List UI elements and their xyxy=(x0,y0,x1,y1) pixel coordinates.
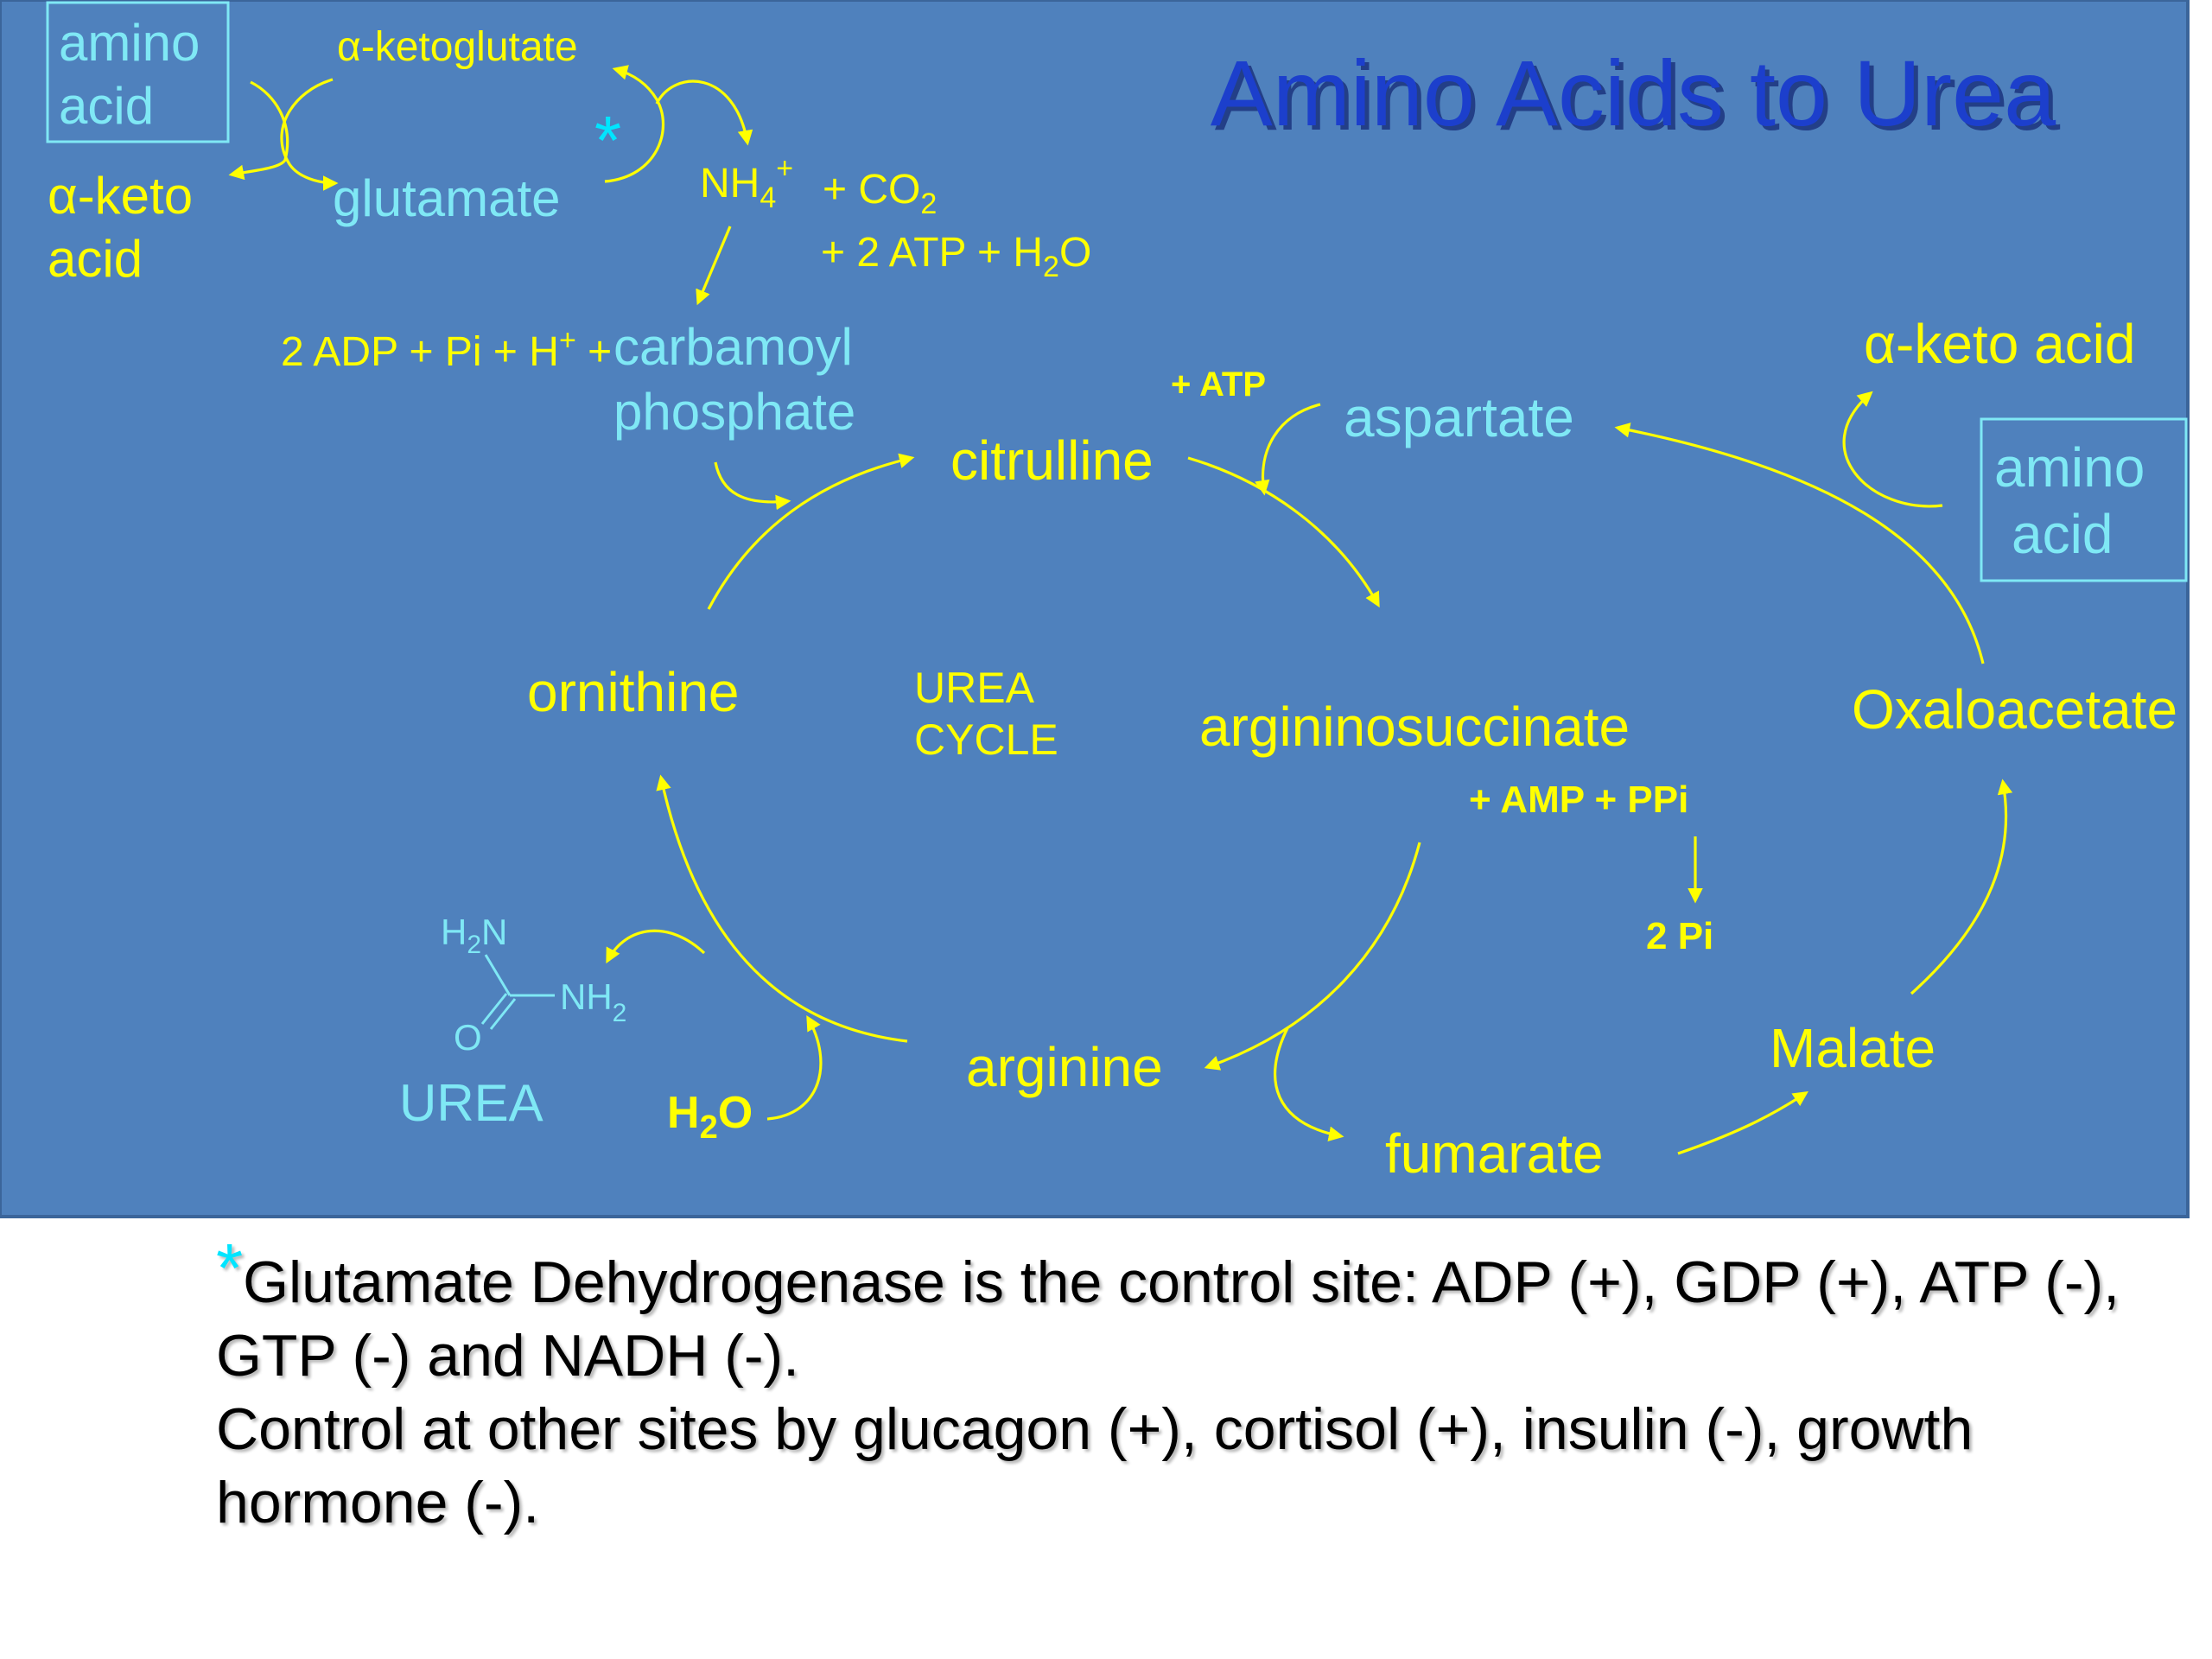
control-note: *Glutamate Dehydrogenase is the control … xyxy=(216,1231,2152,1540)
arrow-amino-to-keto-right xyxy=(1842,391,1943,508)
argininosuccinate-label: argininosuccinate xyxy=(1199,696,1630,758)
arrow-to-urea xyxy=(606,929,706,964)
amino-acid-box-left xyxy=(46,1,230,143)
urea-label: UREA xyxy=(399,1074,543,1132)
note-line2: Control at other sites by glucagon (+), … xyxy=(216,1396,1974,1535)
arrow-to-fumarate xyxy=(1274,1027,1344,1141)
aspartate-label: aspartate xyxy=(1344,386,1574,448)
arrow-citrulline-to-argininosuccinate xyxy=(1187,456,1380,608)
co2-label: + CO2 xyxy=(823,167,937,220)
arrow-fumarate-to-malate xyxy=(1677,1091,1808,1155)
amino-acid-right-line2: acid xyxy=(2012,503,2113,565)
arrow-nh4-to-carbamoyl xyxy=(696,226,732,306)
malate-label: Malate xyxy=(1770,1017,1936,1079)
o-label: O xyxy=(454,1017,482,1058)
urea-cycle-label-line2: CYCLE xyxy=(914,715,1058,764)
arrow-glutamate-to-ketoglutate xyxy=(604,65,665,183)
note-line1: Glutamate Dehydrogenase is the control s… xyxy=(216,1249,2120,1389)
urea-bonds xyxy=(480,954,555,1030)
arrow-malate-to-oxaloacetate xyxy=(1910,779,2013,995)
arginine-label: arginine xyxy=(966,1036,1163,1098)
arrow-amino-to-keto xyxy=(228,80,289,181)
alpha-keto-acid-left-line1: α-keto xyxy=(48,167,193,225)
ornithine-label: ornithine xyxy=(527,661,740,723)
alpha-keto-acid-left-line2: acid xyxy=(48,230,143,288)
fumarate-label: fumarate xyxy=(1385,1122,1604,1185)
arrow-oxaloacetate-to-aspartate xyxy=(1614,423,1985,664)
two-pi-label: 2 Pi xyxy=(1646,915,1713,957)
page-title: Amino Acids to Urea xyxy=(1211,41,2056,145)
carbamoyl-label-line1: carbamoyl xyxy=(613,318,853,376)
alpha-ketoglutate-label: α-ketoglutate xyxy=(337,24,578,70)
alpha-keto-acid-right-label: α-keto acid xyxy=(1864,313,2135,375)
arrow-water-into-cycle xyxy=(766,1014,823,1121)
amino-acid-left-line2: acid xyxy=(59,77,154,135)
amino-acid-box-right xyxy=(1980,417,2188,582)
arrow-to-nh4 xyxy=(655,79,753,146)
amino-acid-left-line1: amino xyxy=(59,14,200,72)
urea-cycle-label-line1: UREA xyxy=(914,664,1035,712)
diagram-panel xyxy=(0,0,2190,1218)
citrulline-label: citrulline xyxy=(950,429,1154,492)
arrow-ketoglutate-to-glutamate xyxy=(280,78,339,191)
glutamate-label: glutamate xyxy=(333,169,561,227)
urea-cycle-diagram: Amino Acids to Urea Amino Acids to Urea … xyxy=(0,0,2190,1218)
note-star: * xyxy=(216,1230,244,1306)
arrow-ornithine-to-citrulline xyxy=(707,453,915,610)
carbamoyl-label-line2: phosphate xyxy=(613,383,855,441)
plus-atp-label: + ATP xyxy=(1171,365,1266,404)
control-site-star: * xyxy=(594,102,621,179)
arrow-aspartate-into-cycle xyxy=(1255,403,1321,496)
arrow-carbamoyl-into-cycle xyxy=(714,461,791,511)
adp-pi-label: 2 ADP + Pi + H+ + xyxy=(281,324,612,375)
amp-ppi-label: + AMP + PPi xyxy=(1469,779,1688,821)
title-shadow: Amino Acids to Urea xyxy=(1215,45,2061,149)
oxaloacetate-label: Oxaloacetate xyxy=(1852,678,2177,741)
arrow-argininosuccinate-to-arginine xyxy=(1204,842,1421,1071)
arrow-arginine-to-ornithine xyxy=(656,774,908,1043)
amino-acid-right-line1: amino xyxy=(1994,436,2145,499)
